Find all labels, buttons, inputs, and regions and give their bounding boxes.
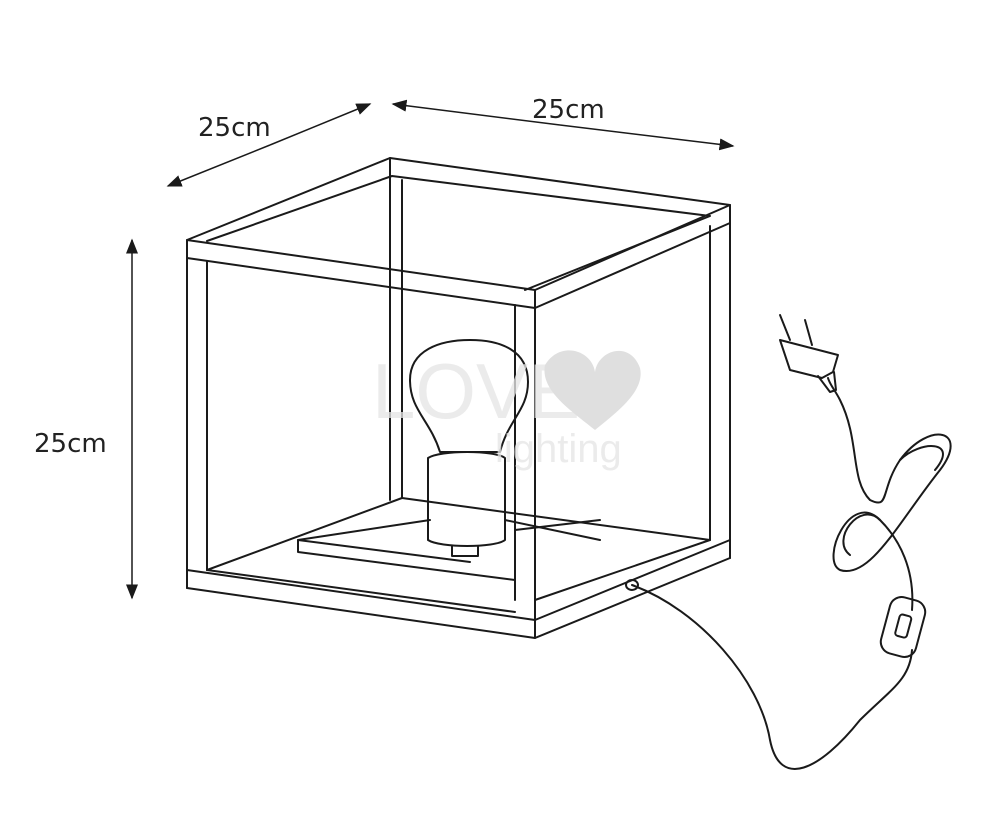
- depth-label: 25cm: [198, 113, 271, 143]
- watermark-brand-sub: lighting: [495, 427, 622, 471]
- watermark-logo: LOVE lighting: [372, 347, 641, 471]
- width-label: 25cm: [532, 95, 605, 125]
- watermark-brand-main: LOVE: [372, 347, 580, 435]
- inline-switch: [879, 596, 927, 658]
- cube-frame: [186, 157, 731, 639]
- power-cable: [625, 377, 952, 770]
- width-dimension-arrow: [391, 99, 735, 151]
- heart-icon: [544, 350, 641, 430]
- depth-dimension-arrow: [166, 103, 372, 187]
- power-plug: [779, 314, 839, 393]
- height-label: 25cm: [34, 429, 107, 459]
- light-bulb: [409, 339, 529, 557]
